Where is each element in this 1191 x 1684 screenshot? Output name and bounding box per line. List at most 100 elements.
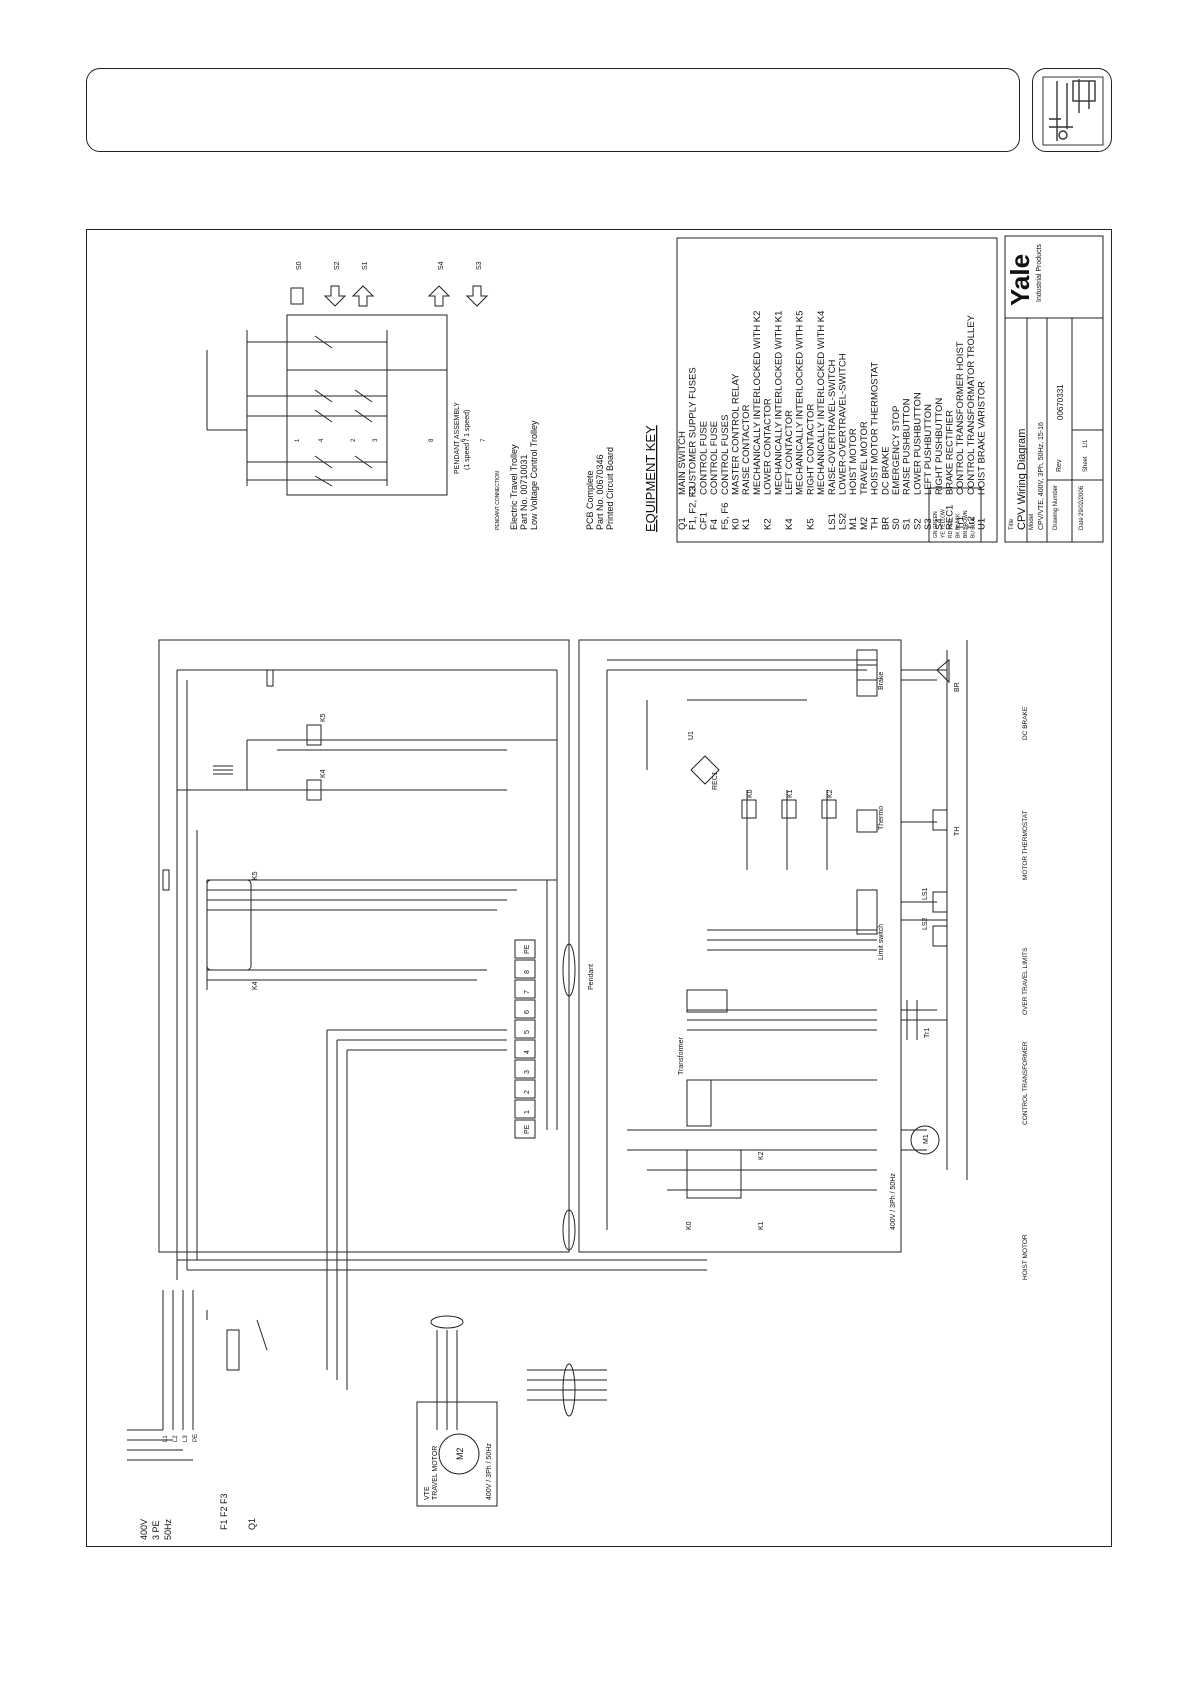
equipment-key-desc: HOIST BRAKE VARISTOR <box>977 381 988 495</box>
section-label: CONTROL TRANSFORMER <box>1022 1041 1029 1125</box>
equipment-key-desc: MECHANICALLY INTERLOCKED WITH K2 <box>752 311 763 495</box>
pendant-assembly: PENDANT ASSEMBLY (1 speed / 1 speed) PEN… <box>206 261 501 530</box>
terminal-label: 2 <box>524 1090 531 1094</box>
k1-coil-label: K1 <box>787 789 794 798</box>
supply-line-label: L3 <box>183 1435 189 1442</box>
section-label: MOTOR THERMOSTAT <box>1022 810 1029 880</box>
equipment-key-desc: RIGHT PUSHBUTTON <box>934 398 945 495</box>
equipment-key-code: Tr2 <box>966 516 977 530</box>
ls2-label: LS2 <box>922 917 929 930</box>
equipment-key-code: U1 <box>977 518 988 530</box>
wiring-diagram: .w{stroke:#222;stroke-width:1;fill:none;… <box>127 235 1104 1540</box>
section-label: DC BRAKE <box>1022 706 1029 740</box>
model-label: Model <box>1029 514 1035 530</box>
limit-switch-label: Limit switch <box>878 924 885 960</box>
equipment-key-code: S0 <box>891 518 902 530</box>
terminal-block <box>514 999 536 1019</box>
travel-motor-id: M2 <box>455 1447 465 1460</box>
equipment-key-code: K1 <box>741 518 752 530</box>
wire-color-entry: BK BLACK <box>956 513 962 538</box>
external-devices: BR TH LS1 LS2 Tr1 M1 <box>901 640 968 1180</box>
k1-contact-label: K1 <box>758 1221 765 1230</box>
pendant-wire-number: 3 <box>373 438 379 442</box>
pendant-label: Pendant <box>588 964 595 990</box>
terminal-block <box>514 1059 536 1079</box>
wire-color-entry: YE YELLOW <box>941 509 947 538</box>
m1-label: M1 <box>923 1134 930 1144</box>
terminal-label: PE <box>524 944 531 954</box>
equipment-key-desc: DC BRAKE <box>880 446 891 495</box>
drawing-model: CPV/VTE, 400V, 3Ph, 50Hz, 15-16 <box>1038 422 1045 530</box>
title-block: Yale Industrial Products Title CPV Wirin… <box>1004 235 1104 543</box>
wire-color-entry: RD RED <box>948 518 954 538</box>
pendant-arrow-icon <box>351 285 375 307</box>
equipment-key-desc: MAIN SWITCH <box>677 431 688 495</box>
pendant-wire-number: 7 <box>481 438 487 442</box>
transformer-label: Transformer <box>678 1036 685 1075</box>
equipment-key-code: Tr1 <box>955 516 966 530</box>
supply-voltage: 400V <box>139 1519 149 1540</box>
equipment-key-code: K0 <box>731 518 742 530</box>
cable-bundles <box>177 943 707 1417</box>
terminal-label: 6 <box>524 1010 531 1014</box>
equipment-key-desc: CUSTOMER SUPPLY FUSES <box>688 367 699 495</box>
pendant-arrow-icon <box>427 285 451 307</box>
drawing-number: 00670331 <box>1056 384 1065 420</box>
equipment-key-desc: CONTROL FUSE <box>709 421 720 495</box>
equipment-key-desc: RAISE PUSHBUTTON <box>902 398 913 495</box>
section-labels: HOIST MOTOR CONTROL TRANSFORMER OVER TRAVE… <box>1022 706 1029 1280</box>
k5-contact-label: K5 <box>252 871 259 880</box>
equipment-key-code: F4 <box>709 519 720 530</box>
pendant-button-label: S0 <box>296 261 303 270</box>
wire-color-entry: BU BLUE <box>971 516 977 538</box>
equipment-key-code: S2 <box>912 518 923 530</box>
supply-fuses: F1 F2 F3 <box>219 1493 229 1530</box>
k2-coil-label: K2 <box>827 789 834 798</box>
board-rating: 400V / 3Ph / 50Hz <box>890 1173 897 1230</box>
pendant-button-label: S4 <box>438 261 445 270</box>
terminal-label: 3 <box>524 1070 531 1074</box>
equipment-key-desc: LOWER-OVERTRAVEL-SWITCH <box>838 353 849 495</box>
equipment-key-desc: RAISE-OVERTRAVEL-SWITCH <box>827 360 838 495</box>
drawing-number-label: Drawing Number <box>1053 485 1059 530</box>
wiring-diagram-frame: .w{stroke:#222;stroke-width:1;fill:none;… <box>86 229 1112 1547</box>
pendant-wire-number: 6 <box>461 438 467 442</box>
terminal-block <box>514 1099 536 1119</box>
pendant-assembly-label: PENDANT ASSEMBLY <box>454 402 461 474</box>
br-label: BR <box>954 682 961 692</box>
terminal-label: 7 <box>524 990 531 994</box>
brand-sub: Industrial Products <box>1036 244 1043 302</box>
supply-line-label: PE <box>193 1434 199 1442</box>
sheet-number: 1/1 <box>1083 439 1089 448</box>
equipment-key-desc: CONTROL FUSE <box>698 421 709 495</box>
section-label: OVER TRAVEL LIMITS <box>1022 947 1029 1015</box>
supply-line-label: L1 <box>163 1435 169 1442</box>
equipment-key-desc: LOWER PUSHBUTTON <box>912 392 923 495</box>
trolley-line2: Part No. 00710031 <box>519 454 529 530</box>
trolley-note: Electric Travel Trolley Part No. 0071003… <box>509 420 539 530</box>
pendant-arrow-icon <box>323 285 347 307</box>
k2-contact-label: K2 <box>758 1151 765 1160</box>
pcb-board: Brake REC1 U1 K0 K1 K2 Thermo Limit swit… <box>578 639 902 1253</box>
equipment-key-desc: RAISE CONTACTOR <box>741 404 752 495</box>
pendant-arrow-icon <box>290 287 304 305</box>
terminal-label: 5 <box>524 1030 531 1034</box>
pendant-wire-number: 1 <box>295 438 301 442</box>
k0-contact-label: K0 <box>686 1221 693 1230</box>
terminal-label: 1 <box>524 1110 531 1114</box>
terminal-block <box>514 939 536 959</box>
brand-logo: Yale <box>1005 254 1035 306</box>
equipment-key-desc: EMERGENCY STOP <box>891 406 902 495</box>
section-label: HOIST MOTOR <box>1022 1234 1029 1280</box>
k4-coil-label: K4 <box>320 769 327 778</box>
equipment-key-code: LS2 <box>838 513 849 530</box>
terminal-block <box>514 979 536 999</box>
equipment-key-code: TH <box>870 517 881 530</box>
thumbnail-image <box>1042 76 1104 146</box>
pendant-button-label: S2 <box>334 261 341 270</box>
equipment-key-code: F5, F6 <box>720 503 731 530</box>
k5-coil-label: K5 <box>320 713 327 722</box>
supply-phase: 3 PE <box>151 1520 161 1540</box>
equipment-key-desc: MECHANICALLY INTERLOCKED WITH K5 <box>795 311 806 495</box>
